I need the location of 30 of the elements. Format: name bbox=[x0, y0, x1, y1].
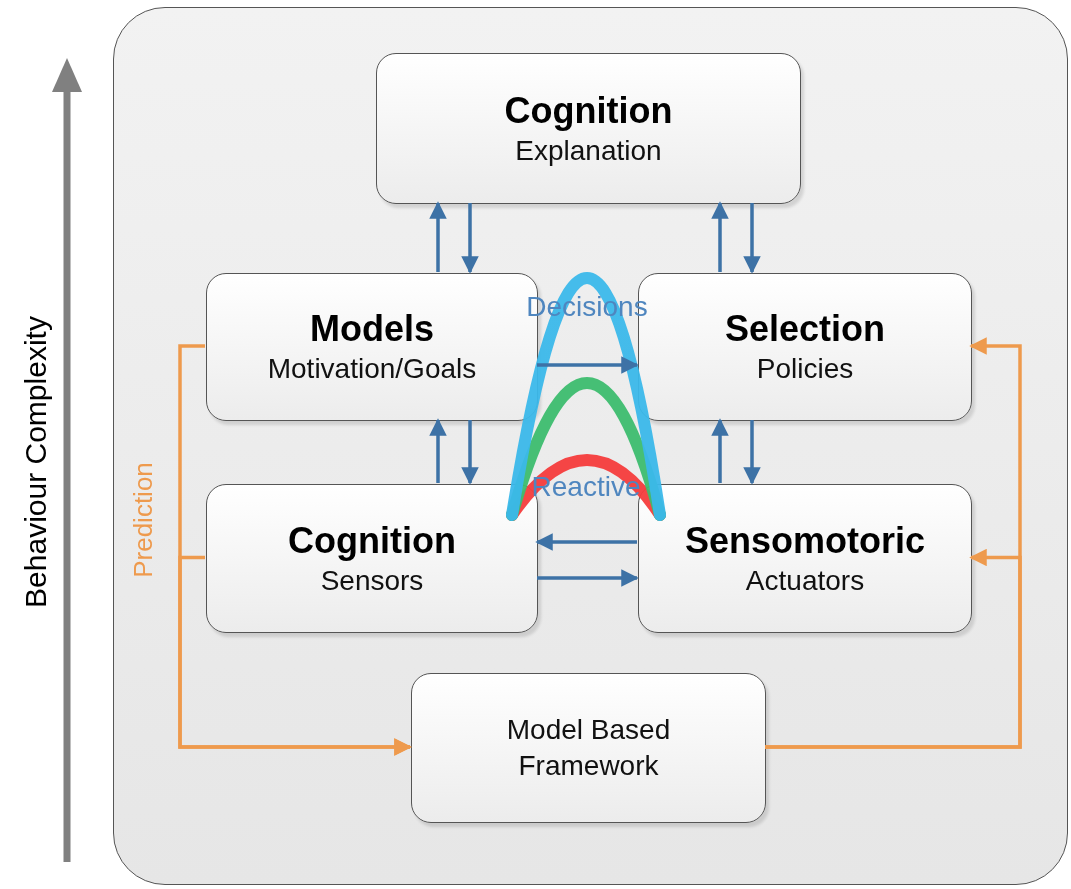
rounded-box bbox=[638, 484, 972, 633]
axis-label: Behaviour Complexity bbox=[19, 316, 53, 608]
arrow bbox=[743, 203, 761, 274]
rounded-box bbox=[411, 673, 766, 823]
box-text: Actuators bbox=[745, 563, 865, 598]
arrow bbox=[765, 548, 1022, 749]
arrow bbox=[461, 420, 479, 485]
box-text: Model Based Framework bbox=[505, 712, 672, 783]
arrow bbox=[178, 555, 412, 756]
box-text: Explanation bbox=[515, 133, 662, 168]
box-text: Policies bbox=[756, 352, 854, 387]
arrow bbox=[535, 533, 637, 551]
box-title: Cognition bbox=[288, 518, 456, 563]
box-title: Sensomotoric bbox=[684, 518, 925, 563]
arrow bbox=[461, 203, 479, 274]
arrow bbox=[537, 569, 639, 587]
arrow bbox=[429, 418, 447, 483]
box-title: Models bbox=[310, 307, 434, 352]
box-text: Motivation/Goals bbox=[267, 352, 477, 387]
box-title: Cognition bbox=[504, 88, 673, 133]
arrow bbox=[743, 420, 761, 485]
arrow bbox=[429, 201, 447, 272]
arrow bbox=[711, 418, 729, 483]
arrow bbox=[711, 201, 729, 272]
arrow bbox=[537, 356, 639, 374]
box-text: Sensors bbox=[320, 563, 424, 598]
rounded-box bbox=[376, 53, 801, 204]
box-title: Selection bbox=[724, 307, 886, 352]
background-panel bbox=[113, 7, 1068, 885]
axis-label: Prediction bbox=[127, 462, 159, 578]
